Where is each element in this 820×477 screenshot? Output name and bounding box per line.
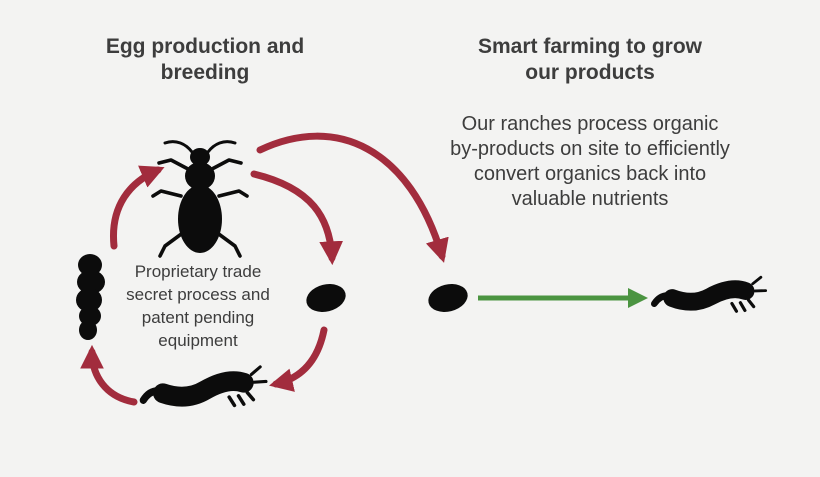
arrow-beetle-to-egg: [250, 170, 344, 266]
left-section-title: Egg production and breeding: [105, 35, 305, 84]
pupa-icon: [76, 254, 105, 340]
arrow-larva-to-pupa: [80, 344, 138, 406]
smart-farming-description: Our ranches process organic by-products …: [450, 113, 730, 210]
farm-egg-icon: [428, 284, 468, 312]
proprietary-process-note: Proprietary trade secret process and pat…: [126, 262, 270, 350]
farm-larva-icon: [650, 275, 768, 313]
cycle-larva-icon: [139, 365, 268, 408]
right-section-title: Smart farming to grow our products: [477, 35, 703, 84]
beetle-icon: [151, 140, 249, 258]
cycle-egg-icon: [306, 284, 346, 312]
